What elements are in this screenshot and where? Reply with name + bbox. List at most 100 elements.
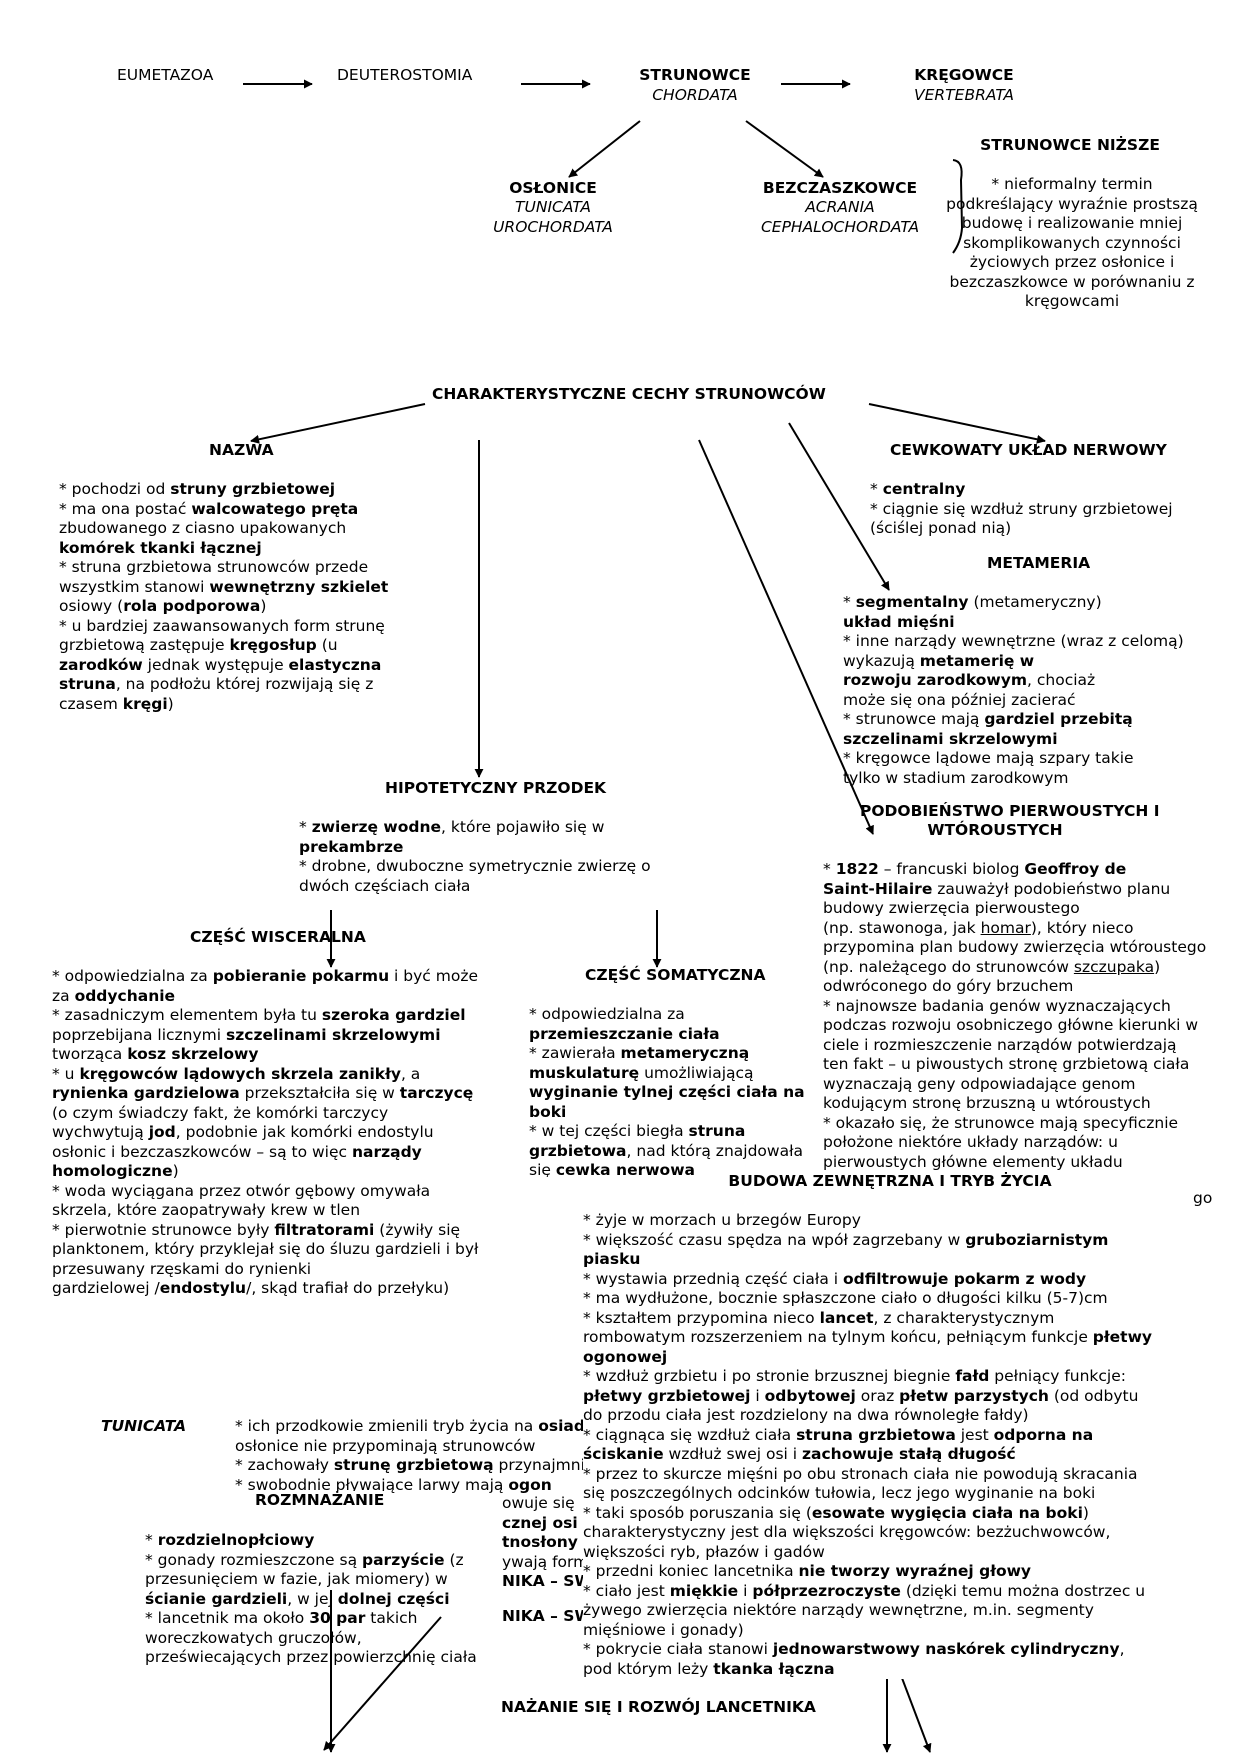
text-segment: ten fakt – u piwoustych stronę grzbietow…	[823, 1055, 1190, 1073]
text-segment: kręgosłup	[229, 636, 317, 654]
reproduction-heading: ROZMNAŻANIE	[255, 1491, 385, 1511]
text-line: * wystawia przednią część ciała i odfilt…	[583, 1270, 1152, 1290]
text-segment: ciele i rozmieszczenie narządów potwierd…	[823, 1035, 1177, 1054]
text-line: płetwy grzbietowej i odbytowej oraz płet…	[583, 1387, 1152, 1407]
text-segment: – francuski biolog	[878, 860, 1025, 878]
text-segment: rola podporowa	[123, 597, 261, 615]
lower-chordates-line: skomplikowanych czynności	[963, 233, 1181, 252]
text-line: * lancetnik ma około 30 par takich	[145, 1609, 477, 1629]
similarity-heading-1: PODOBIEŃSTWO PIERWOUSTYCH I	[860, 802, 1160, 820]
text-segment: zarodków	[59, 655, 143, 674]
text-segment: kręgi	[122, 694, 168, 713]
text-segment: dwóch częściach ciała	[299, 876, 471, 895]
text-segment: (z	[444, 1550, 464, 1569]
text-segment: * gonady rozmieszczone są	[145, 1550, 362, 1569]
text-segment: grzbietowa	[529, 1141, 627, 1160]
text-segment: przemieszczanie ciała	[529, 1024, 720, 1043]
text-segment: odporna na	[993, 1425, 1094, 1444]
text-segment: prekambrze	[299, 837, 404, 856]
text-line: charakterystyczny jest dla większości kr…	[583, 1523, 1152, 1543]
text-segment: jod	[148, 1123, 176, 1141]
text-segment: fałd	[955, 1367, 990, 1385]
text-segment: przypomina plan budowy zwierzęcia wtórou…	[823, 938, 1207, 956]
text-line: * ich przodkowie zmienili tryb życia na …	[235, 1417, 583, 1437]
text-line: żywego zwierzęcia niektóre narządy wewnę…	[583, 1601, 1152, 1621]
text-line: * taki sposób poruszania się (esowate wy…	[583, 1504, 1152, 1524]
text-segment: gardzielowej /	[52, 1279, 160, 1297]
text-segment: ogonowej	[583, 1347, 668, 1366]
text-segment: większości ryb, płazów i gadów	[583, 1542, 825, 1561]
text-segment: zwierzę wodne	[311, 818, 442, 836]
label-acrania-latin1: ACRANIA	[805, 198, 875, 216]
text-line: dwóch częściach ciała	[299, 877, 651, 897]
text-line: wykazują metamerię w	[843, 652, 1184, 672]
text-line: wyginanie tylnej części ciała na	[529, 1083, 823, 1103]
text-line: * strunowce mają gardziel przebitą	[843, 710, 1184, 730]
text-segment: wyginanie tylnej części ciała na	[529, 1083, 805, 1101]
text-line: rozwoju zarodkowym, chociaż	[843, 671, 1184, 691]
text-segment: Geoffroy de	[1024, 860, 1127, 878]
text-segment: jest	[955, 1425, 994, 1444]
text-line: prekambrze	[299, 838, 651, 858]
text-segment: cewka nerwowa	[555, 1161, 695, 1177]
text-segment: miękkie	[669, 1581, 739, 1600]
text-line: * odpowiedzialna za	[529, 1005, 823, 1025]
text-segment: parzyście	[362, 1550, 445, 1569]
text-segment: kodującym stronę brzuszną u wtóroustych	[823, 1094, 1151, 1112]
label-acrania-latin2: CEPHALOCHORDATA	[760, 218, 920, 236]
text-segment: (ściślej ponad nią)	[870, 519, 1012, 537]
text-line: się cewka nerwowa	[529, 1161, 823, 1177]
text-segment: skrzela, które zaopatrywały krew w tlen	[52, 1201, 361, 1219]
text-segment: /, skąd trafiał do przełyku)	[246, 1279, 450, 1297]
text-segment: gruboziarnistym	[965, 1230, 1109, 1249]
text-line: * ma wydłużone, bocznie spłaszczone ciał…	[583, 1289, 1152, 1309]
text-segment: może się ona później zacierać	[843, 690, 1076, 709]
text-segment: tworząca	[52, 1045, 128, 1063]
nervous-heading: CEWKOWATY UKŁAD NERWOWY	[890, 441, 1167, 459]
text-segment: * lancetnik ma około	[145, 1609, 310, 1627]
lower-chordates-line: budowę i realizowanie mniej	[961, 214, 1183, 232]
text-segment: * inne narządy wewnętrzne (wraz z celomą…	[843, 632, 1184, 650]
text-segment: struna	[688, 1122, 746, 1140]
text-segment: struna grzbietowa	[796, 1425, 956, 1444]
text-line: * wzdłuż grzbietu i po stronie brzusznej…	[583, 1367, 1152, 1387]
text-segment: przesuwany rzęskami do rynienki	[52, 1259, 312, 1278]
text-segment: grzbietową zastępuje	[59, 636, 230, 654]
text-line: planktonem, który przyklejał się do śluz…	[52, 1240, 478, 1260]
text-segment: oraz	[855, 1386, 900, 1405]
text-segment: (dzięki temu można dostrzec u	[900, 1581, 1146, 1600]
text-segment: lancet	[819, 1308, 874, 1327]
text-line: pierwoustych główne elementy układu	[823, 1153, 1206, 1173]
text-segment: 1822	[835, 860, 879, 878]
text-line: za oddychanie	[52, 987, 478, 1007]
text-segment: rozwoju zarodkowym	[843, 671, 1028, 689]
label-chordata-latin: CHORDATA	[652, 86, 738, 104]
text-segment: * odpowiedzialna za	[52, 967, 213, 985]
text-line: homologiczne)	[52, 1162, 478, 1182]
text-segment: płetwy grzbietowej	[583, 1386, 751, 1405]
text-segment: ywają formy	[502, 1552, 584, 1571]
ancestor-heading: HIPOTETYCZNY PRZODEK	[385, 779, 607, 797]
text-line: * ciągnąca się wzdłuż ciała struna grzbi…	[583, 1426, 1152, 1446]
text-line: * zachowały strunę grzbietową przynajmni…	[235, 1456, 583, 1476]
text-segment: rombowatym rozszerzeniem na tylnym końcu…	[583, 1328, 1093, 1346]
text-segment: *	[843, 593, 856, 611]
text-segment: * pochodzi od	[59, 480, 171, 498]
text-segment: elastyczna	[288, 655, 382, 674]
text-segment: metameryczną	[620, 1044, 750, 1062]
text-segment: *	[823, 860, 836, 878]
text-line: * odpowiedzialna za pobieranie pokarmu i…	[52, 967, 478, 987]
text-segment: NIKA – SW	[502, 1572, 584, 1590]
text-segment: )	[167, 694, 174, 713]
label-chordata: STRUNOWCE	[639, 66, 751, 84]
text-segment: )	[172, 1162, 179, 1180]
metameria-text: * segmentalny (metameryczny)układ mięśni…	[843, 593, 1184, 788]
text-line: przypomina plan budowy zwierzęcia wtórou…	[823, 938, 1206, 958]
text-segment: , w jej	[287, 1589, 338, 1608]
text-line: boki	[529, 1103, 823, 1123]
similarity-heading-2: WTÓROUSTYCH	[927, 821, 1063, 839]
text-line: * u kręgowców lądowych skrzela zanikły, …	[52, 1065, 478, 1085]
text-line: ciele i rozmieszczenie narządów potwierd…	[823, 1036, 1206, 1056]
nazwa-heading: NAZWA	[209, 441, 274, 459]
